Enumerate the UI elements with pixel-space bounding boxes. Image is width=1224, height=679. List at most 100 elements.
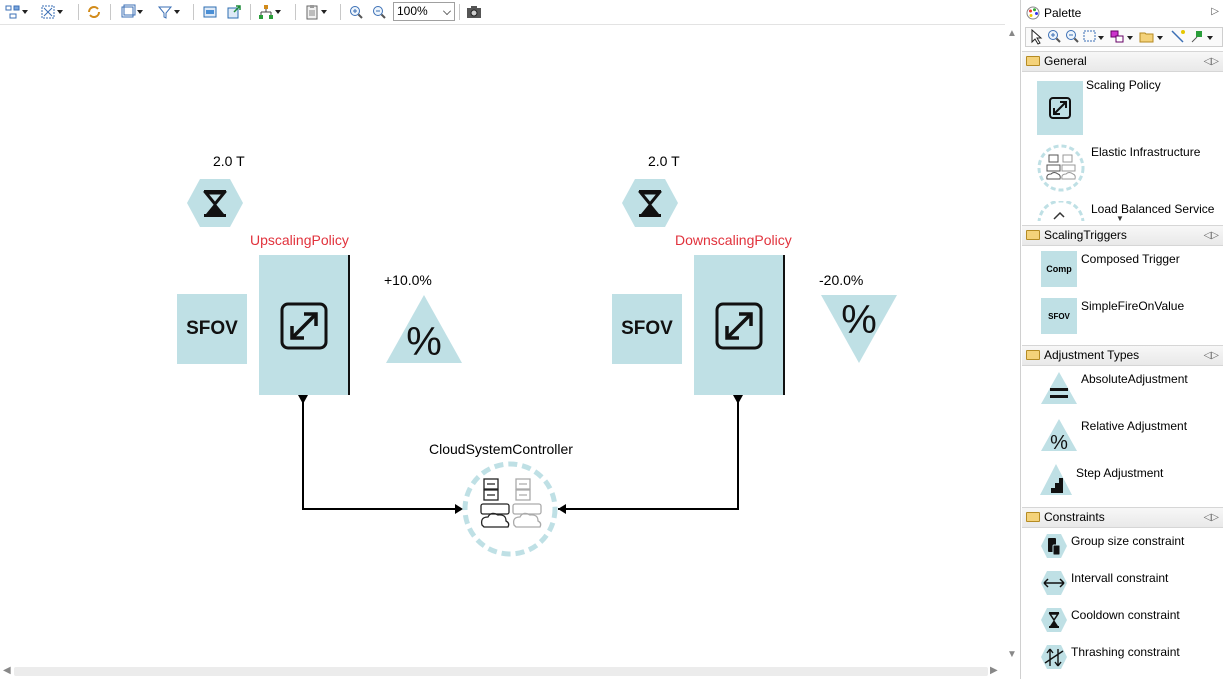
downscaling-trigger-node[interactable]: SFOV: [612, 294, 682, 364]
refresh-button[interactable]: [86, 3, 102, 21]
hourglass-icon: [637, 190, 663, 217]
drawer-general-header[interactable]: General ◁▷: [1022, 51, 1223, 72]
zoom-level-combo[interactable]: 100%: [393, 2, 455, 21]
palette-header: Palette ▷: [1021, 0, 1224, 26]
interval-constraint-icon: [1041, 571, 1067, 595]
drawer-collapse-icon[interactable]: ◁▷: [1203, 350, 1219, 361]
pin-dropdown-icon[interactable]: [1206, 30, 1215, 46]
marquee-tool-icon[interactable]: [1083, 29, 1097, 45]
select-group[interactable]: [5, 3, 30, 21]
controller-name: CloudSystemController: [429, 441, 573, 457]
folder-icon: [1026, 350, 1040, 360]
filter-group[interactable]: [157, 3, 182, 21]
copy-format-dropdown-icon[interactable]: [136, 4, 145, 20]
zoom-in-tool-icon[interactable]: [1047, 29, 1061, 45]
hourglass-icon: [202, 190, 228, 217]
paste-group[interactable]: [304, 3, 329, 21]
elastic-infrastructure-icon: [1037, 144, 1085, 192]
downscaling-adjustment-value: -20.0%: [819, 272, 864, 288]
palette-item-label: Load Balanced Service: [1091, 202, 1215, 216]
properties-view-icon: [203, 6, 217, 18]
camera-icon: [467, 6, 481, 18]
palette-item-label: Cooldown constraint: [1071, 608, 1180, 622]
select-tool-icon[interactable]: [1029, 29, 1043, 45]
connection-downscaling: [558, 397, 739, 510]
copy-format-group[interactable]: [120, 3, 145, 21]
filter-icon: [157, 6, 173, 19]
upscaling-cooldown-node[interactable]: [186, 178, 244, 228]
palette-item-label: Thrashing constraint: [1071, 645, 1180, 659]
drawer-collapse-icon[interactable]: ◁▷: [1203, 230, 1219, 241]
palette-item-label: Relative Adjustment: [1081, 419, 1188, 433]
drawer-constraints-header[interactable]: Constraints ◁▷: [1022, 507, 1223, 528]
palette-item-label: Intervall constraint: [1071, 571, 1169, 585]
zoom-out-tool-icon[interactable]: [1065, 29, 1079, 45]
horizontal-scrollbar[interactable]: ◀ ▶: [0, 663, 1003, 679]
filter-dropdown-icon[interactable]: [173, 4, 182, 20]
drawer-adjustments-header[interactable]: Adjustment Types ◁▷: [1022, 345, 1223, 366]
scaling-policy-icon: [280, 302, 328, 350]
palette-item-label: Group size constraint: [1071, 534, 1185, 548]
drawer-collapse-icon[interactable]: ◁▷: [1203, 512, 1219, 523]
percent-icon: %: [406, 320, 442, 364]
clipboard-icon: [306, 5, 318, 20]
folder-tool-icon[interactable]: [1139, 29, 1155, 45]
diagram-canvas[interactable]: 2.0 T UpscalingPolicy SFOV +10.0% % 2.0 …: [0, 25, 1003, 665]
upscaling-policy-node[interactable]: [259, 255, 350, 395]
pin-tool-icon[interactable]: [1190, 29, 1204, 45]
show-properties-button[interactable]: [202, 3, 218, 21]
upscaling-cooldown-value: 2.0 T: [213, 153, 245, 169]
layout-dropdown-icon[interactable]: [274, 4, 283, 20]
folder-icon: [1026, 230, 1040, 240]
server-faded-icon: [512, 478, 542, 528]
copy-format-icon: [121, 4, 136, 18]
scroll-up-icon[interactable]: ▲: [1007, 28, 1017, 39]
horizontal-scroll-thumb[interactable]: [14, 667, 988, 676]
scroll-left-icon[interactable]: ◀: [3, 665, 11, 676]
select-icon: [5, 5, 20, 19]
upscaling-adjustment-node[interactable]: %: [384, 293, 464, 365]
connector-head-upscaling: [298, 395, 308, 404]
marquee-dropdown-icon[interactable]: [1097, 30, 1106, 46]
arrange-all-icon: [41, 5, 55, 19]
connection-upscaling: [302, 397, 460, 510]
connection-tool-icon[interactable]: [1170, 29, 1186, 45]
downscaling-policy-name: DownscalingPolicy: [675, 232, 792, 248]
folder-dropdown-icon[interactable]: [1156, 30, 1165, 46]
select-dropdown-icon[interactable]: [21, 4, 30, 20]
drawer-collapse-icon[interactable]: ◁▷: [1203, 56, 1219, 67]
step-adjustment-icon: [1040, 464, 1072, 495]
zoom-out-button[interactable]: [371, 3, 387, 21]
downscaling-adjustment-node[interactable]: %: [819, 293, 899, 365]
arrange-dropdown-icon[interactable]: [56, 4, 65, 20]
upscaling-trigger-node[interactable]: SFOV: [177, 294, 247, 364]
paste-dropdown-icon[interactable]: [320, 4, 329, 20]
palette-icon: [1026, 6, 1040, 20]
downscaling-policy-node[interactable]: [694, 255, 785, 395]
drawer-triggers-title: ScalingTriggers: [1044, 228, 1127, 242]
drawer-triggers-header[interactable]: ScalingTriggers ◁▷: [1022, 225, 1223, 246]
scroll-right-icon[interactable]: ▶: [990, 665, 998, 676]
vertical-scrollbar[interactable]: ▲ ▼: [1003, 25, 1020, 665]
cloud-system-controller-node[interactable]: [460, 459, 560, 559]
note-tool-icon[interactable]: [1110, 29, 1124, 45]
chevron-down-icon: [443, 7, 451, 15]
camera-button[interactable]: [466, 3, 482, 21]
scroll-down-icon[interactable]: ▼: [1007, 649, 1017, 660]
downscaling-cooldown-node[interactable]: [621, 178, 679, 228]
export-image-button[interactable]: [226, 3, 242, 21]
layout-group[interactable]: [258, 3, 283, 21]
arrange-group[interactable]: [40, 3, 65, 21]
drawer-general-title: General: [1044, 54, 1087, 68]
palette-title: Palette: [1044, 6, 1082, 20]
group-size-constraint-icon: [1041, 534, 1067, 558]
palette-item-label: Composed Trigger: [1081, 252, 1180, 266]
palette-item-label: Step Adjustment: [1076, 466, 1164, 480]
scroll-down-icon[interactable]: ▼: [1116, 214, 1124, 223]
palette-collapse-icon[interactable]: ▷: [1211, 6, 1219, 17]
relative-adjustment-icon: %: [1041, 419, 1077, 453]
zoom-in-button[interactable]: [348, 3, 364, 21]
connections: [298, 395, 743, 514]
note-dropdown-icon[interactable]: [1126, 30, 1135, 46]
upscaling-adjustment-value: +10.0%: [384, 272, 432, 288]
